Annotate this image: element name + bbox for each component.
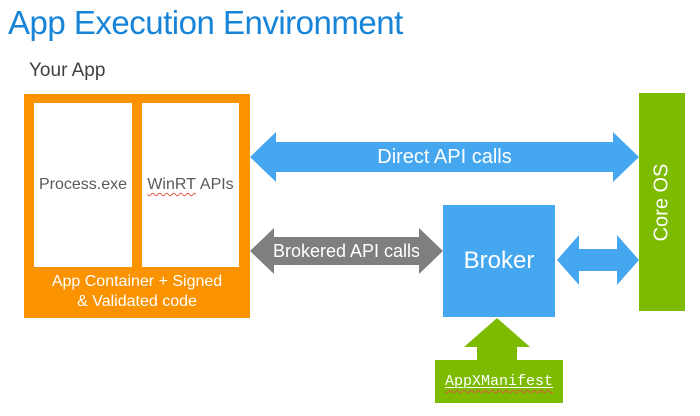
manifest-up-arrow-stem	[477, 346, 517, 361]
core-os-label: Core OS	[650, 163, 673, 241]
arrow-right-head-icon	[617, 235, 639, 285]
process-exe-label: Process.exe	[38, 176, 128, 193]
arrow-right-head-icon	[613, 132, 639, 182]
winrt-label-misspelled: WinRT	[147, 176, 196, 193]
direct-api-calls-arrow: Direct API calls	[250, 132, 639, 182]
app-container-caption: App Container + Signed & Validated code	[24, 272, 250, 312]
direct-api-calls-label: Direct API calls	[377, 145, 512, 168]
broker-coreos-arrow	[557, 235, 639, 285]
arrow-right-head-icon	[419, 228, 443, 274]
appx-manifest-label: AppXManifest	[444, 373, 554, 390]
your-app-label: Your App	[29, 60, 106, 81]
caption-line-2: & Validated code	[77, 293, 197, 310]
brokered-api-calls-label: Brokered API calls	[272, 240, 421, 261]
arrow-left-head-icon	[557, 235, 579, 285]
brokered-api-calls-arrow: Brokered API calls	[250, 228, 443, 274]
broker-label: Broker	[463, 247, 535, 274]
appx-manifest-box: AppXManifest	[435, 360, 563, 403]
arrow-left-head-icon	[250, 132, 276, 182]
process-exe-box: Process.exe	[34, 103, 132, 267]
winrt-label-rest: APIs	[199, 176, 234, 193]
page-title: App Execution Environment	[8, 4, 403, 41]
arrow-left-head-icon	[250, 228, 274, 274]
caption-line-1: App Container + Signed	[51, 273, 223, 290]
broker-box: Broker	[443, 205, 555, 317]
core-os-bar: Core OS	[639, 93, 685, 311]
manifest-up-arrow-head-icon	[464, 318, 530, 347]
